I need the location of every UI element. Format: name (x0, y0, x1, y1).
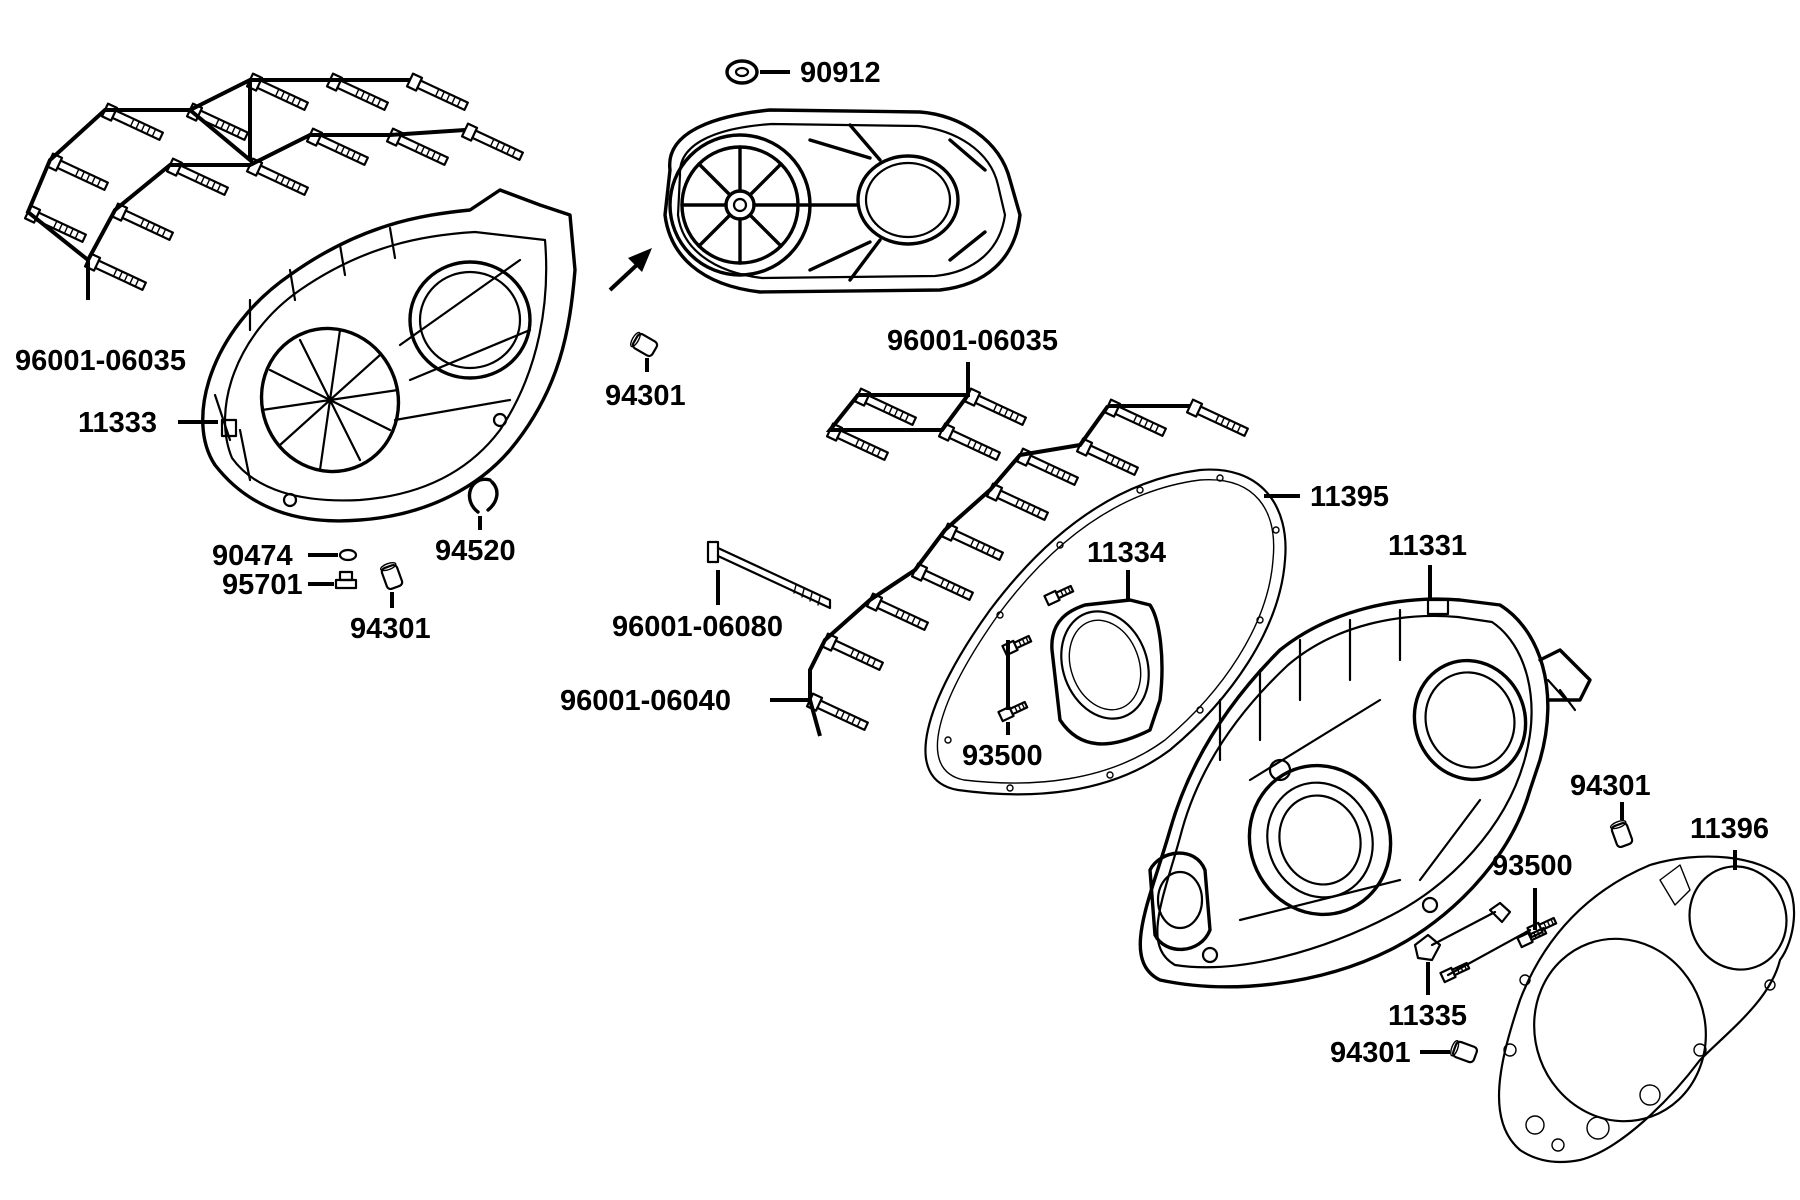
label-long-bolt: 96001-06080 (612, 611, 783, 643)
label-bolts-middle: 96001-06035 (887, 325, 1058, 357)
label-bracket: 11335 (1388, 1000, 1467, 1032)
label-screw-small: 95701 (222, 569, 303, 601)
screws-93500-right (1516, 888, 1559, 949)
seal-90912 (725, 59, 759, 85)
dowel-94301-top (627, 329, 660, 359)
gasket-11396 (1497, 855, 1796, 1164)
crankcase-cover-11331 (1138, 597, 1592, 989)
label-crankcase-cover: 11331 (1388, 530, 1467, 562)
label-screws-right: 93500 (1492, 850, 1573, 882)
label-washer: 90474 (212, 540, 293, 572)
label-circlip: 94520 (435, 535, 516, 567)
bracket-11335 (1413, 901, 1532, 984)
label-cover-outer: 11333 (78, 407, 157, 439)
dowel-94301-right-top (1608, 818, 1635, 850)
label-screws-plate: 93500 (962, 740, 1043, 772)
screw-95701 (334, 570, 358, 590)
label-gasket-inner: 11396 (1690, 813, 1769, 845)
bolt-group-top-left (23, 72, 526, 300)
label-gasket-outer: 11395 (1310, 481, 1389, 513)
dowel-94301-right-bottom (1448, 1038, 1480, 1065)
label-dowel-right-bottom: 94301 (1330, 1037, 1411, 1069)
washer-90474 (338, 548, 358, 562)
screws-93500-plate (997, 583, 1076, 723)
bolt-group-middle (825, 362, 1029, 464)
outer-cover-11333 (201, 188, 577, 523)
direction-arrow (608, 248, 652, 292)
label-dowel-right-top: 94301 (1570, 770, 1651, 802)
label-bolts-lower: 96001-06040 (560, 685, 731, 717)
plate-11334 (1050, 598, 1164, 746)
long-bolt-96001-06080 (706, 540, 832, 610)
label-seal: 90912 (800, 57, 881, 89)
label-dowel-top: 94301 (605, 380, 686, 412)
gasket-11395 (924, 468, 1287, 796)
circlip-94520 (467, 477, 499, 514)
dowel-94301-left (378, 560, 405, 592)
label-plate: 11334 (1087, 537, 1166, 569)
label-bolts-top-left: 96001-06035 (15, 345, 186, 377)
cover-inner-view (663, 108, 1022, 294)
label-dowel-bottom-left: 94301 (350, 613, 431, 645)
bolt-group-lower (805, 398, 1251, 737)
